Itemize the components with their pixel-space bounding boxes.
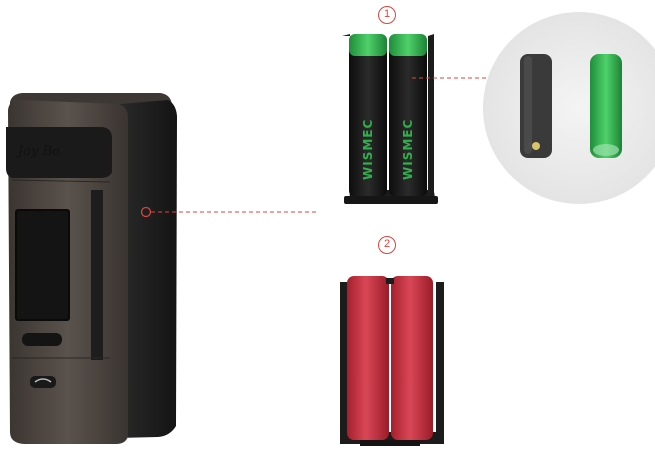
bubble-background — [483, 12, 655, 204]
sled-1-base — [344, 196, 438, 204]
battery-brand-left: WISMEC — [361, 119, 375, 180]
usb-icon — [34, 378, 52, 383]
device-brand-script: Jay Bo — [18, 144, 60, 159]
cell-black-right — [389, 38, 427, 196]
sled-2-clip — [386, 278, 394, 284]
cell-unwrapped-highlight — [524, 56, 532, 154]
device-side-slot — [91, 190, 103, 360]
mod-device — [6, 93, 177, 444]
battery-brand-right: WISMEC — [401, 119, 415, 180]
cell-wrapper-opening — [593, 144, 619, 156]
sled-2-base — [360, 440, 420, 446]
device-fire-bar — [6, 127, 112, 178]
device-adjust-button — [22, 333, 62, 346]
device-seam-top — [11, 179, 111, 183]
battery-sled-2 — [340, 276, 444, 446]
cell-wrapper-green — [590, 54, 622, 158]
battery-sled-1: WISMEC WISMEC — [342, 34, 438, 204]
usb-port — [30, 376, 56, 388]
cell-red-left — [347, 276, 389, 440]
device-screen-inner — [17, 211, 68, 319]
device-side-panel — [118, 100, 177, 438]
device-callout-dot — [140, 206, 152, 218]
cell-terminal — [532, 142, 540, 150]
cell-green-cap-left — [349, 34, 387, 56]
cell-red-right — [391, 276, 433, 440]
step-2-badge: 2 — [378, 236, 396, 254]
cell-black-left — [349, 38, 387, 196]
cell-green-cap-right — [389, 34, 427, 56]
step-1-badge: 1 — [378, 6, 396, 24]
bubble-inset — [483, 12, 655, 204]
